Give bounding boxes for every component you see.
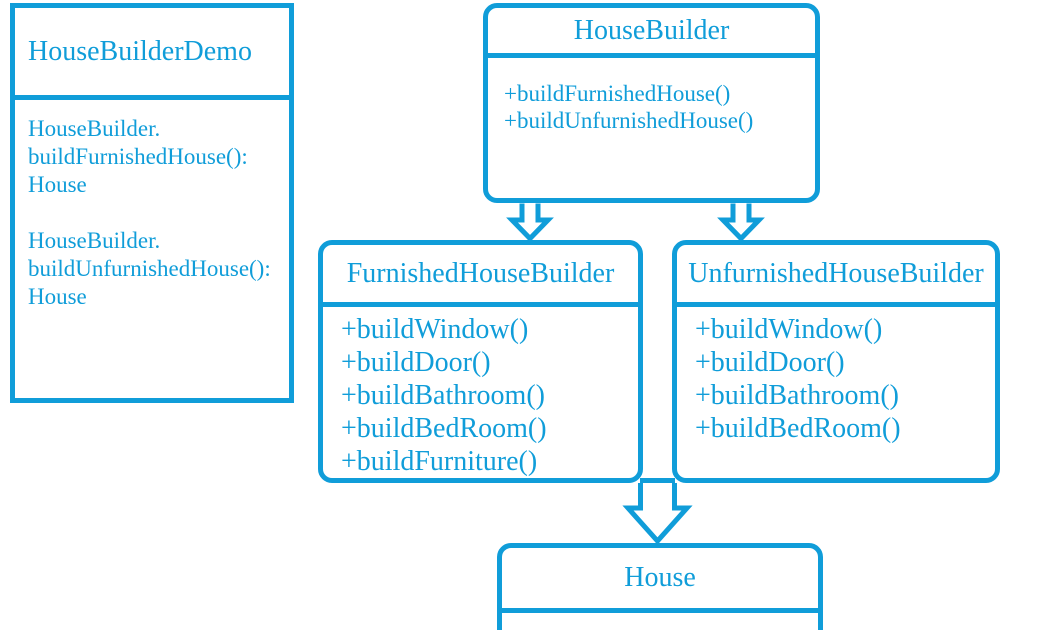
class-box-housebuilder: HouseBuilder +buildFurnishedHouse()+buil… xyxy=(483,3,820,203)
method-item: +buildFurniture() xyxy=(341,446,538,477)
method-item: +buildWindow() xyxy=(341,314,529,345)
method-item: +buildWindow() xyxy=(695,314,883,345)
statement-line: House xyxy=(28,284,87,309)
statement-line: HouseBuilder. xyxy=(28,228,161,253)
class-methods: +buildFurnishedHouse()+buildUnfurnishedH… xyxy=(488,58,815,134)
method-item: +buildBathroom() xyxy=(341,380,545,411)
class-box-unfurnishedhousebuilder: UnfurnishedHouseBuilder +buildWindow()+b… xyxy=(672,240,1000,483)
class-box-housebuilderdemo: HouseBuilderDemo HouseBuilder. buildFurni… xyxy=(10,3,294,403)
class-header: UnfurnishedHouseBuilder xyxy=(677,245,995,307)
method-item: +buildFurnishedHouse() xyxy=(504,81,731,106)
class-methods: +buildWindow()+buildDoor()+buildBathroom… xyxy=(677,307,995,445)
statement-line: buildFurnishedHouse(): xyxy=(28,144,248,169)
class-header: House xyxy=(502,548,818,613)
statement: HouseBuilder. buildUnfurnishedHouse(): Hou… xyxy=(28,227,281,311)
class-title: HouseBuilderDemo xyxy=(28,35,252,67)
class-title: UnfurnishedHouseBuilder xyxy=(688,257,984,289)
class-header: HouseBuilder xyxy=(488,8,815,58)
class-methods: +buildWindow()+buildDoor()+buildBathroom… xyxy=(323,307,638,478)
hollow-down-arrow-icon-right xyxy=(717,203,765,243)
class-header: HouseBuilderDemo xyxy=(15,8,289,100)
class-body: HouseBuilder.buildFurnishedHouse():House… xyxy=(15,100,289,311)
method-item: +buildBedRoom() xyxy=(695,413,901,444)
class-title: HouseBuilder xyxy=(573,14,730,46)
statement: HouseBuilder. buildFurnishedHouse(): House xyxy=(28,115,281,199)
class-box-house: House xyxy=(497,543,823,630)
method-item: +buildDoor() xyxy=(341,347,491,378)
method-item: +buildBathroom() xyxy=(695,380,899,411)
class-title: FurnishedHouseBuilder xyxy=(346,257,615,289)
method-item: +buildBedRoom() xyxy=(341,413,547,444)
hollow-down-arrow-icon-center xyxy=(622,483,693,545)
method-item: +buildDoor() xyxy=(695,347,845,378)
class-box-furnishedhousebuilder: FurnishedHouseBuilder +buildWindow()+bui… xyxy=(318,240,643,483)
statement-line: House xyxy=(28,172,87,197)
class-header: FurnishedHouseBuilder xyxy=(323,245,638,307)
statement-line: HouseBuilder. xyxy=(28,116,161,141)
method-item: +buildUnfurnishedHouse() xyxy=(504,108,754,133)
class-title: House xyxy=(624,562,696,593)
hollow-down-arrow-icon-left xyxy=(506,203,554,243)
statement-line: buildUnfurnishedHouse(): xyxy=(28,256,271,281)
